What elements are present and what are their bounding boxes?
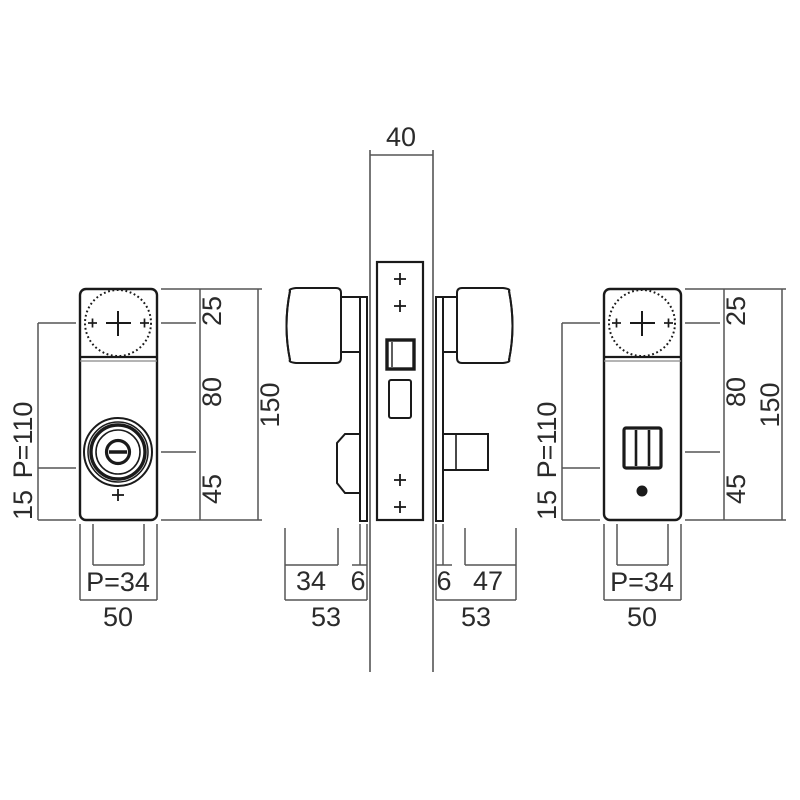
- right-dim-bottom-ext: [603, 524, 682, 600]
- right-label-25: 25: [721, 296, 751, 326]
- faceplate-cross-4: [394, 501, 406, 513]
- left-knob-collar: [340, 296, 361, 353]
- right-label-p34: P=34: [610, 567, 674, 597]
- right-knob-body: [456, 287, 514, 364]
- right-label-p110: P=110: [532, 402, 562, 479]
- right-view-group: P=110 15 25 80 45 150: [532, 287, 786, 632]
- left-center-cross: [106, 311, 131, 336]
- right-small-cross-right: [664, 318, 673, 328]
- center-label-40: 40: [386, 122, 416, 152]
- right-knob-hidden-circle: [608, 289, 676, 357]
- left-dim-extension-lines: [161, 288, 262, 521]
- right-dim-extension-lines: [685, 288, 786, 521]
- thumbturn-body: [622, 426, 663, 470]
- faceplate-cross-3: [394, 474, 406, 486]
- center-label-47: 47: [473, 566, 503, 596]
- left-view-group: P=110 15 25 80 45 150: [8, 287, 285, 632]
- right-bolt: [442, 433, 489, 471]
- right-label-80: 80: [721, 377, 751, 407]
- latch-opening: [388, 379, 412, 419]
- left-label-80: 80: [197, 377, 227, 407]
- faceplate-cross-1: [394, 273, 406, 285]
- left-rose-plate: [359, 296, 368, 522]
- center-view-group: 40: [284, 122, 517, 672]
- right-knob-edge-highlight: [508, 290, 514, 361]
- center-dim-ext-lines: [284, 524, 517, 600]
- right-label-15: 15: [532, 490, 562, 520]
- left-knob-edge-highlight: [285, 290, 291, 361]
- left-label-150: 150: [255, 382, 285, 427]
- center-label-53a: 53: [311, 602, 341, 632]
- center-label-34: 34: [296, 566, 326, 596]
- right-dim-15: [561, 468, 600, 521]
- right-plate-dot: [636, 485, 648, 497]
- left-strike-housing: [336, 433, 361, 494]
- left-label-25: 25: [197, 296, 227, 326]
- center-label-6b: 6: [436, 566, 451, 596]
- left-lower-cross: [112, 489, 124, 501]
- left-label-15: 15: [8, 490, 38, 520]
- left-label-p34: P=34: [86, 567, 150, 597]
- center-label-6a: 6: [350, 566, 365, 596]
- left-knob-body: [285, 287, 342, 364]
- left-dim-p110: [37, 322, 76, 469]
- right-center-cross: [630, 311, 655, 336]
- right-rose-plate: [435, 296, 444, 522]
- left-knob-hidden-circle: [84, 289, 152, 357]
- right-label-150: 150: [755, 382, 785, 427]
- left-label-45: 45: [197, 474, 227, 504]
- left-label-50: 50: [103, 602, 133, 632]
- faceplate-cross-2: [394, 300, 406, 312]
- center-dim-lines: [285, 564, 516, 601]
- right-label-50: 50: [627, 602, 657, 632]
- left-dim-15: [37, 468, 76, 521]
- left-small-cross-left: [88, 318, 97, 328]
- right-dim-p110: [561, 322, 600, 469]
- center-label-53b: 53: [461, 602, 491, 632]
- left-small-cross-right: [140, 318, 149, 328]
- right-small-cross-left: [612, 318, 621, 328]
- left-dim-bottom-ext: [79, 524, 158, 600]
- deadbolt-opening: [385, 338, 416, 371]
- right-label-45: 45: [721, 474, 751, 504]
- left-label-p110: P=110: [8, 402, 38, 479]
